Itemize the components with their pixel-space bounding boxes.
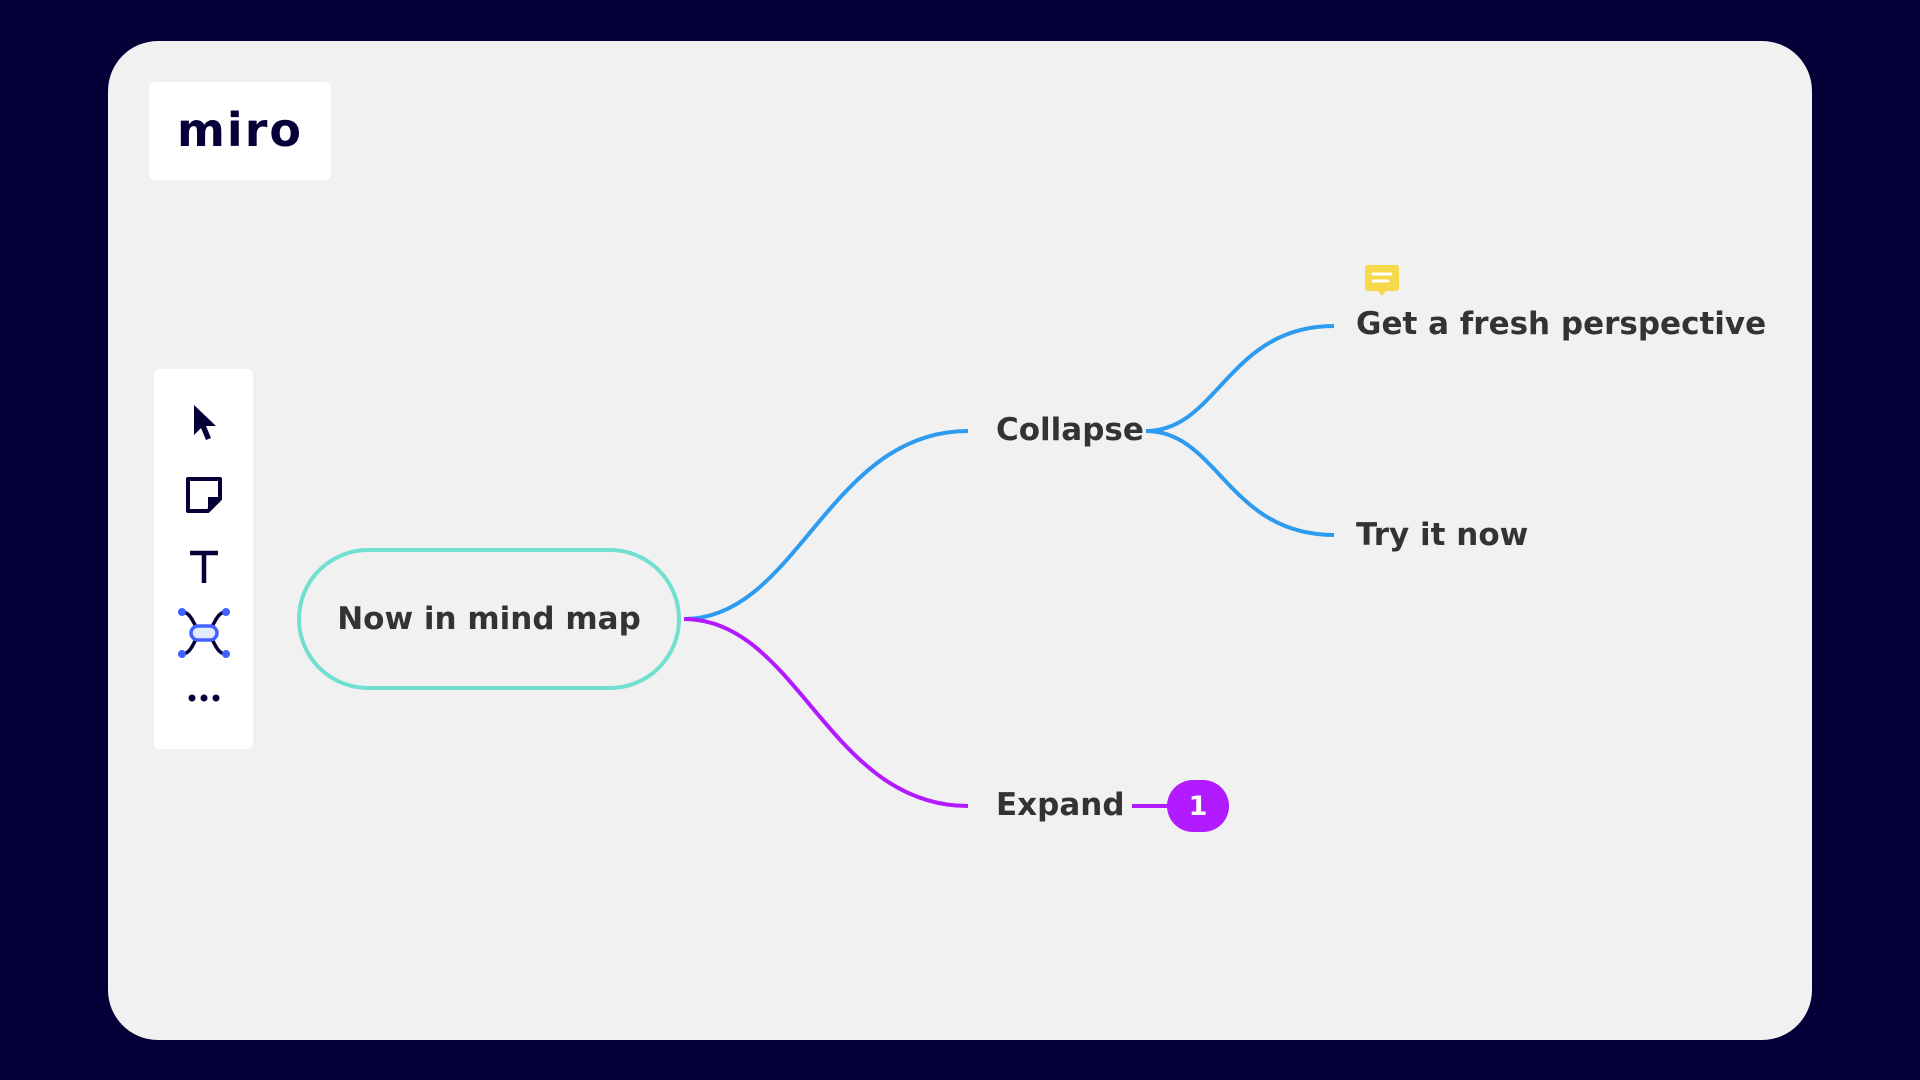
- comment-icon[interactable]: [1364, 263, 1400, 301]
- branch-node-collapse[interactable]: Collapse: [996, 412, 1144, 448]
- child-node-try-it-now[interactable]: Try it now: [1356, 517, 1529, 553]
- mind-map-connectors: [683, 324, 1335, 808]
- board-canvas[interactable]: miro: [108, 41, 1812, 1040]
- mind-map-icon: [178, 608, 230, 658]
- child-node-fresh-perspective[interactable]: Get a fresh perspective: [1356, 306, 1767, 342]
- text-tool-button[interactable]: [176, 539, 232, 595]
- text-icon: [190, 550, 218, 583]
- collapsed-children-badge[interactable]: 1: [1167, 780, 1229, 832]
- collapsed-count: 1: [1188, 790, 1208, 822]
- connector-collapse-fresh: [1145, 324, 1335, 433]
- more-tools-button[interactable]: [176, 683, 232, 713]
- root-node-label: Now in mind map: [337, 601, 641, 637]
- branch-node-expand[interactable]: Expand: [996, 787, 1125, 823]
- connector-collapse-try: [1145, 429, 1335, 537]
- sticky-note-icon: [186, 477, 222, 513]
- connector-root-collapse: [683, 429, 969, 621]
- sticky-note-tool-button[interactable]: [176, 467, 232, 523]
- cursor-icon: [194, 405, 216, 440]
- mind-map-tool-button[interactable]: [176, 605, 232, 661]
- left-toolbar: [154, 369, 253, 749]
- select-tool-button[interactable]: [176, 395, 232, 451]
- root-node[interactable]: Now in mind map: [297, 548, 681, 690]
- connector-root-expand: [683, 617, 969, 808]
- logo-text: miro: [177, 103, 303, 157]
- miro-logo: miro: [149, 82, 331, 180]
- more-icon: [188, 694, 220, 702]
